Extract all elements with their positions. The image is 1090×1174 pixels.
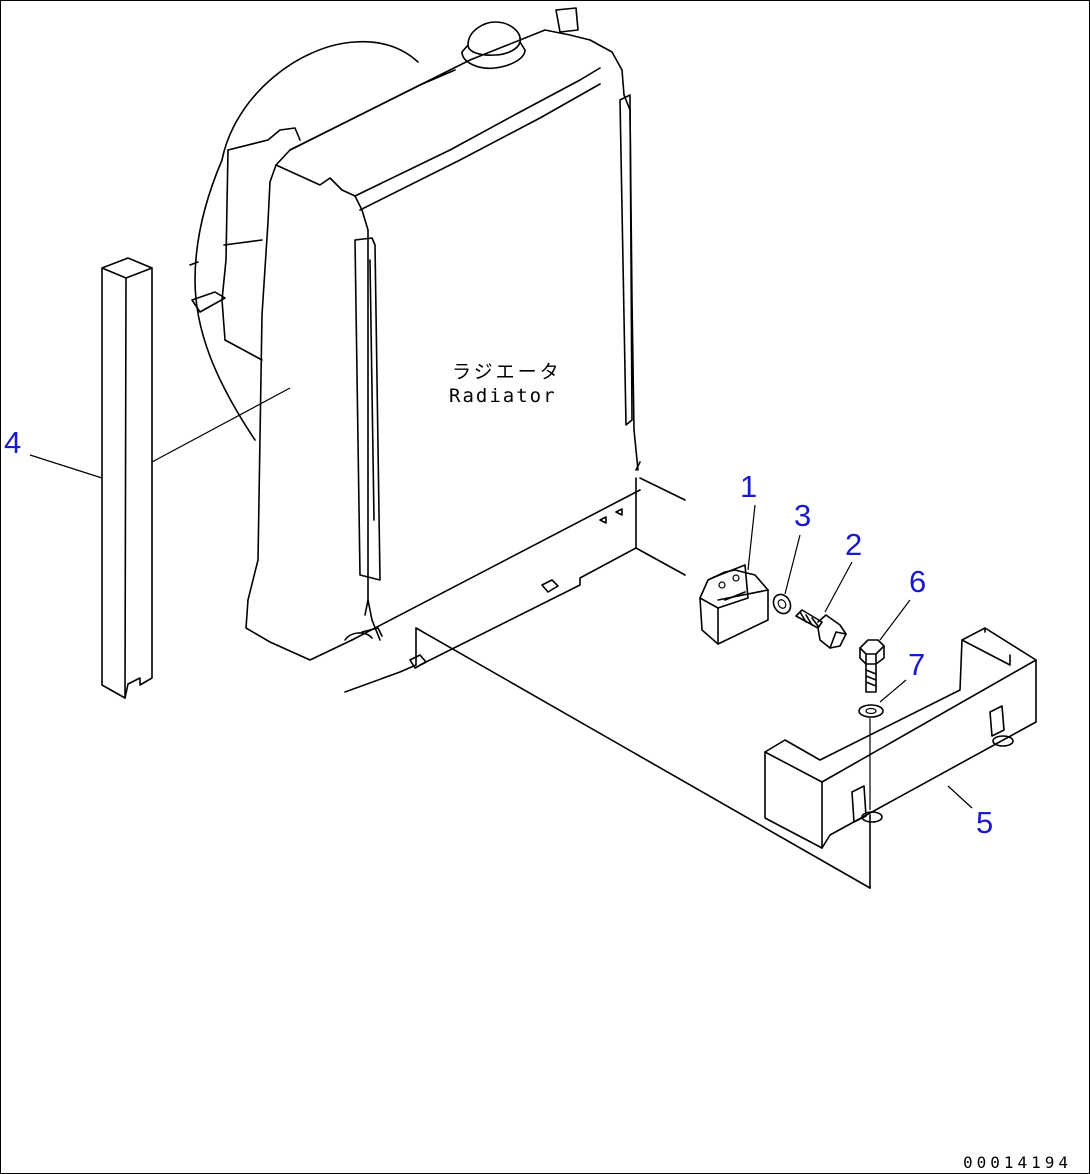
part-7-washer — [858, 704, 884, 718]
part-3-washer — [772, 593, 792, 615]
callout-4: 4 — [4, 425, 21, 460]
callout-2: 2 — [845, 527, 862, 562]
part-4-channel — [101, 257, 153, 699]
callout-1: 1 — [740, 469, 757, 504]
radiator-label-en: Radiator — [449, 385, 557, 407]
callout-5: 5 — [976, 805, 993, 840]
part-2-bolt — [795, 609, 847, 649]
radiator-label-jp: ラジエータ — [452, 361, 562, 383]
base-frame — [344, 461, 871, 889]
callout-6: 6 — [909, 564, 926, 599]
part-6-bolt — [859, 639, 885, 693]
fan-shroud — [189, 40, 419, 441]
drawing-number: 00014194 — [963, 1153, 1072, 1172]
radiator-core — [245, 7, 641, 661]
callout-7: 7 — [908, 647, 925, 682]
part-5-member — [764, 627, 1037, 849]
leader-lines — [29, 387, 973, 810]
callout-3: 3 — [794, 498, 811, 533]
part-1-bracket — [699, 564, 769, 645]
